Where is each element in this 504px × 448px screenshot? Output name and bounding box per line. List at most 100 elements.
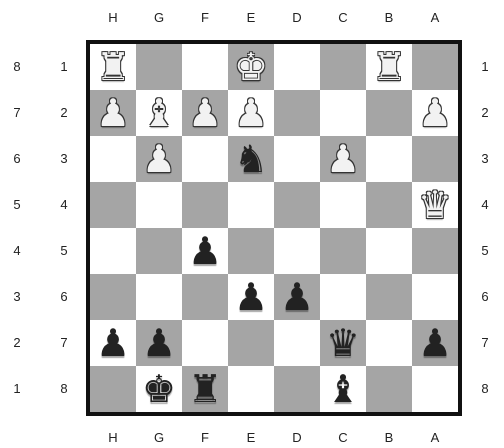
black-pawn-icon[interactable]: ♟: [136, 320, 182, 366]
black-pawn-icon[interactable]: ♟: [412, 320, 458, 366]
board-square-b8[interactable]: [366, 366, 412, 412]
file-label-top: E: [228, 11, 274, 25]
board-square-d4[interactable]: [274, 182, 320, 228]
board-square-d2[interactable]: [274, 90, 320, 136]
board-square-a5[interactable]: [412, 228, 458, 274]
board-square-e7[interactable]: [228, 320, 274, 366]
board-square-c5[interactable]: [320, 228, 366, 274]
board-square-h4[interactable]: [90, 182, 136, 228]
rank-label-right: 3: [473, 152, 497, 166]
board-square-e8[interactable]: [228, 366, 274, 412]
board-square-d8[interactable]: [274, 366, 320, 412]
board-square-f1[interactable]: [182, 44, 228, 90]
board-square-h5[interactable]: [90, 228, 136, 274]
file-label-top: B: [366, 11, 412, 25]
board-square-h6[interactable]: [90, 274, 136, 320]
white-pawn-icon[interactable]: ♟: [182, 90, 228, 136]
rank-label-right: 2: [473, 106, 497, 120]
board-square-a8[interactable]: [412, 366, 458, 412]
file-label-bottom: F: [182, 431, 228, 445]
file-label-bottom: A: [412, 431, 458, 445]
board-square-d3[interactable]: [274, 136, 320, 182]
rank-label-outer-left: 5: [5, 198, 29, 212]
board-square-c1[interactable]: [320, 44, 366, 90]
rank-label-inner-left: 8: [52, 382, 76, 396]
board-square-b4[interactable]: [366, 182, 412, 228]
rank-label-outer-left: 7: [5, 106, 29, 120]
rank-label-inner-left: 7: [52, 336, 76, 350]
file-label-top: G: [136, 11, 182, 25]
file-label-bottom: H: [90, 431, 136, 445]
board-square-e4[interactable]: [228, 182, 274, 228]
board-square-c4[interactable]: [320, 182, 366, 228]
black-pawn-icon[interactable]: ♟: [90, 320, 136, 366]
black-pawn-icon[interactable]: ♟: [228, 274, 274, 320]
file-label-top: D: [274, 11, 320, 25]
white-king-icon[interactable]: ♚: [228, 44, 274, 90]
black-king-icon[interactable]: ♚: [136, 366, 182, 412]
board-square-e5[interactable]: [228, 228, 274, 274]
white-bishop-icon[interactable]: ♝: [136, 90, 182, 136]
white-pawn-icon[interactable]: ♟: [320, 136, 366, 182]
black-bishop-icon[interactable]: ♝: [320, 366, 366, 412]
file-label-bottom: B: [366, 431, 412, 445]
black-rook-icon[interactable]: ♜: [182, 366, 228, 412]
file-label-top: F: [182, 11, 228, 25]
rank-label-right: 1: [473, 60, 497, 74]
board-square-a3[interactable]: [412, 136, 458, 182]
file-label-top: C: [320, 11, 366, 25]
board-square-f3[interactable]: [182, 136, 228, 182]
rank-label-outer-left: 6: [5, 152, 29, 166]
board-square-c2[interactable]: [320, 90, 366, 136]
board-square-b5[interactable]: [366, 228, 412, 274]
board-square-g4[interactable]: [136, 182, 182, 228]
board-square-h8[interactable]: [90, 366, 136, 412]
rank-label-right: 4: [473, 198, 497, 212]
black-knight-icon[interactable]: ♞: [228, 136, 274, 182]
file-label-bottom: E: [228, 431, 274, 445]
file-label-bottom: D: [274, 431, 320, 445]
rank-label-inner-left: 2: [52, 106, 76, 120]
board-square-b6[interactable]: [366, 274, 412, 320]
board-square-f4[interactable]: [182, 182, 228, 228]
rank-label-inner-left: 3: [52, 152, 76, 166]
chess-board[interactable]: ♜♚♜♟♝♟♟♟♟♞♟♛♟♟♟♟♟♛♟♚♜♝: [86, 40, 462, 416]
board-square-a6[interactable]: [412, 274, 458, 320]
rank-label-outer-left: 8: [5, 60, 29, 74]
rank-label-right: 6: [473, 290, 497, 304]
white-pawn-icon[interactable]: ♟: [90, 90, 136, 136]
board-square-c6[interactable]: [320, 274, 366, 320]
rank-label-right: 5: [473, 244, 497, 258]
board-square-h3[interactable]: [90, 136, 136, 182]
board-square-d7[interactable]: [274, 320, 320, 366]
board-square-d1[interactable]: [274, 44, 320, 90]
rank-label-inner-left: 6: [52, 290, 76, 304]
board-square-a1[interactable]: [412, 44, 458, 90]
rank-label-right: 7: [473, 336, 497, 350]
black-pawn-icon[interactable]: ♟: [274, 274, 320, 320]
white-rook-icon[interactable]: ♜: [366, 44, 412, 90]
white-pawn-icon[interactable]: ♟: [136, 136, 182, 182]
board-square-g6[interactable]: [136, 274, 182, 320]
rank-label-inner-left: 5: [52, 244, 76, 258]
board-square-b7[interactable]: [366, 320, 412, 366]
black-queen-icon[interactable]: ♛: [320, 320, 366, 366]
board-square-d5[interactable]: [274, 228, 320, 274]
file-label-top: H: [90, 11, 136, 25]
board-square-f6[interactable]: [182, 274, 228, 320]
board-square-b2[interactable]: [366, 90, 412, 136]
rank-label-outer-left: 4: [5, 244, 29, 258]
rank-label-right: 8: [473, 382, 497, 396]
rank-label-inner-left: 1: [52, 60, 76, 74]
rank-label-inner-left: 4: [52, 198, 76, 212]
board-square-g5[interactable]: [136, 228, 182, 274]
white-rook-icon[interactable]: ♜: [90, 44, 136, 90]
board-square-g1[interactable]: [136, 44, 182, 90]
board-square-f7[interactable]: [182, 320, 228, 366]
white-pawn-icon[interactable]: ♟: [228, 90, 274, 136]
file-label-bottom: G: [136, 431, 182, 445]
white-pawn-icon[interactable]: ♟: [412, 90, 458, 136]
board-square-b3[interactable]: [366, 136, 412, 182]
black-pawn-icon[interactable]: ♟: [182, 228, 228, 274]
white-queen-icon[interactable]: ♛: [412, 182, 458, 228]
